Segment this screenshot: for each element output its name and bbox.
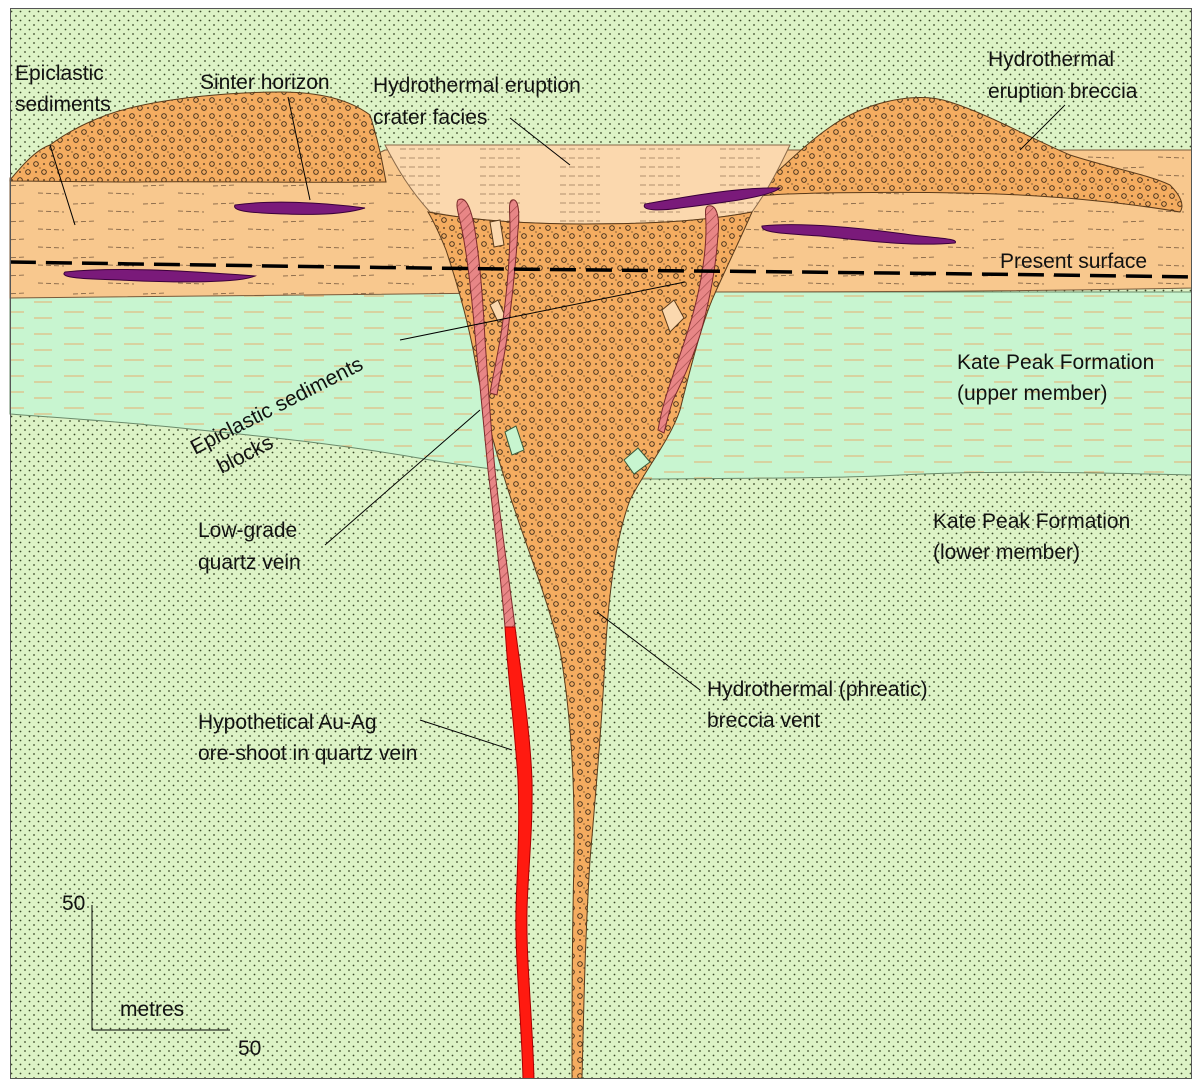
scale-unit: metres	[120, 998, 184, 1021]
crater-facies	[385, 145, 790, 224]
label-present-surface: Present surface	[1000, 250, 1147, 273]
label-sinter-horizon: Sinter horizon	[200, 71, 330, 94]
scale-vertical-value: 50	[62, 892, 85, 915]
scale-horizontal-value: 50	[238, 1037, 261, 1060]
